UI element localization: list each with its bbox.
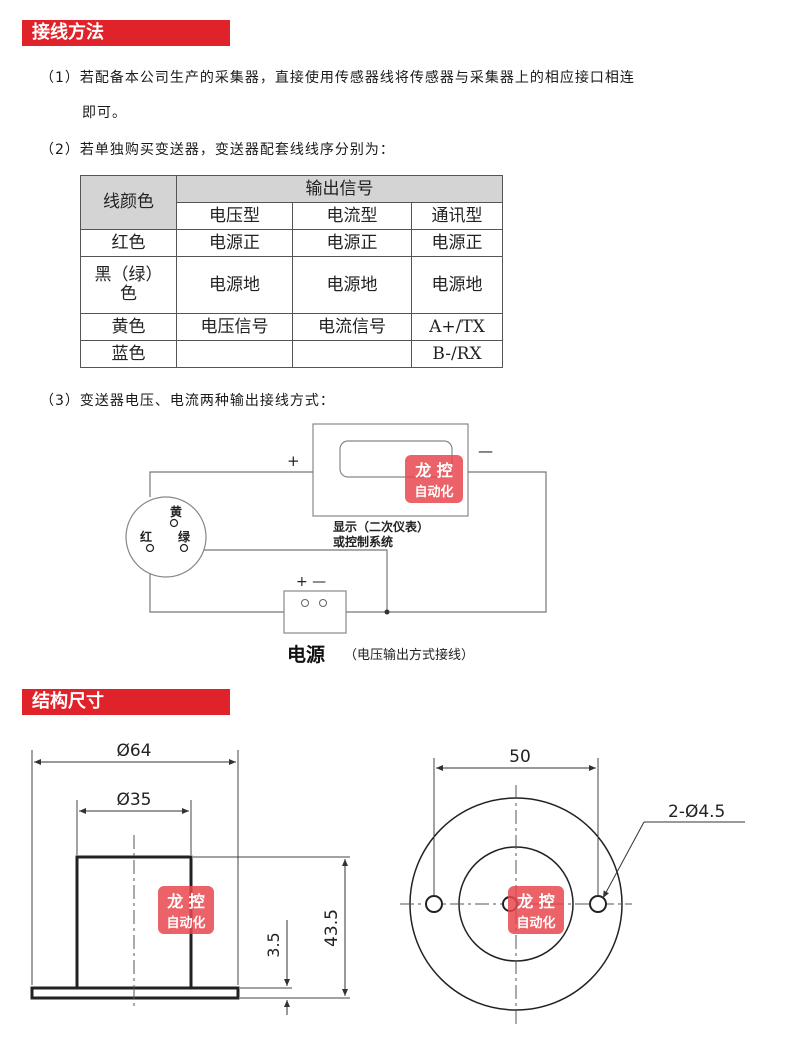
wire-return xyxy=(387,471,547,613)
psu-polarity-label: + — xyxy=(296,574,326,590)
mount-hole-right xyxy=(589,895,607,913)
side-view: Ø64 Ø35 43.5 3.5 xyxy=(30,741,350,1015)
pin-label-red: 红 xyxy=(140,529,152,544)
wire-green-ground xyxy=(196,549,388,613)
dimension-height: 43.5 xyxy=(322,909,342,947)
paragraph-2: （2）若单独购买变送器，变送器配套线线序分别为： xyxy=(40,142,395,158)
section-title-dimensions: 结构尺寸 xyxy=(22,689,230,715)
table-subheader: 电压型 xyxy=(176,202,293,230)
display-caption-line-2: 或控制系统 xyxy=(333,534,393,549)
table-header-output: 输出信号 xyxy=(176,175,503,203)
wire-yellow-signal xyxy=(149,471,313,497)
pin-label-green: 绿 xyxy=(178,529,191,544)
watermark-text-2: 自动化 xyxy=(414,484,453,500)
table-cell-line: 色 xyxy=(120,284,137,304)
pin-green xyxy=(179,543,189,553)
wire-red-power xyxy=(149,557,284,613)
table-cell: 电源地 xyxy=(411,256,503,314)
table-row: 黄色 电压信号 电流信号 A+/TX xyxy=(80,313,503,341)
table-cell xyxy=(176,340,293,368)
watermark-text-2: 自动化 xyxy=(166,915,205,931)
table-cell: B-/RX xyxy=(411,340,503,368)
display-caption-line-1: 显示（二次仪表） xyxy=(333,519,429,534)
watermark-text-1: 龙 控 xyxy=(414,461,453,480)
dimension-inner-diameter: Ø35 xyxy=(116,790,151,810)
paragraph-1-line-2: 即可。 xyxy=(82,105,127,121)
dimension-holes: 2-Ø4.5 xyxy=(668,802,725,822)
table-row: 蓝色 B-/RX xyxy=(80,340,503,368)
psu-note: （电压输出方式接线） xyxy=(344,647,474,663)
table-cell xyxy=(292,340,412,368)
wiring-diagram: 黄 红 绿 + — 显示（二次仪表） 或控制系统 + — 电源 （电压输出方式接… xyxy=(125,423,547,666)
table-cell-line: 黑（绿） xyxy=(94,265,163,285)
sensor-connector xyxy=(125,496,207,578)
dimension-base-thickness: 3.5 xyxy=(264,932,283,957)
table-row: 黑（绿） 色 电源地 电源地 电源地 xyxy=(80,256,503,314)
paragraph-1-line-1: （1）若配备本公司生产的采集器，直接使用传感器线将传感器与采集器上的相应接口相连 xyxy=(40,70,635,86)
table-subheader: 电流型 xyxy=(292,202,412,230)
pin-label-yellow: 黄 xyxy=(170,504,182,519)
watermark-background xyxy=(405,455,463,503)
watermark-logo: 龙 控 自动化 xyxy=(405,455,463,503)
psu-label: 电源 xyxy=(287,643,325,666)
mount-hole-left xyxy=(425,895,443,913)
table-cell: A+/TX xyxy=(411,313,503,341)
watermark-text-2: 自动化 xyxy=(516,915,555,931)
paragraph-3: （3）变送器电压、电流两种输出接线方式： xyxy=(40,393,335,409)
table-cell: 电源正 xyxy=(292,229,412,257)
table-cell: 蓝色 xyxy=(80,340,177,368)
table-subheader: 通讯型 xyxy=(411,202,503,230)
table-cell: 电压信号 xyxy=(176,313,293,341)
psu-terminal-minus xyxy=(319,599,327,607)
side-view-base xyxy=(30,986,240,1000)
section-title-wiring: 接线方法 xyxy=(22,20,230,46)
psu-terminal-plus xyxy=(301,599,309,607)
leader-line-diagonal xyxy=(602,821,645,899)
table-cell: 电源正 xyxy=(411,229,503,257)
pin-yellow xyxy=(169,518,179,528)
dimension-outer-diameter: Ø64 xyxy=(116,741,151,761)
power-supply-box xyxy=(283,590,347,634)
top-view: 50 2-Ø4.5 xyxy=(400,747,745,1025)
dimension-hole-spacing: 50 xyxy=(509,747,531,767)
table-row: 红色 电源正 电源正 电源正 xyxy=(80,229,503,257)
watermark-background xyxy=(508,886,564,934)
wire-color-table: 线颜色 输出信号 电压型 电流型 通讯型 红色 电源正 电源正 电源正 黑（绿）… xyxy=(80,175,503,368)
watermark-text-1: 龙 控 xyxy=(516,892,555,911)
watermark-background xyxy=(158,886,214,934)
display-plus-label: + xyxy=(287,452,300,470)
pin-red xyxy=(145,543,155,553)
table-cell: 红色 xyxy=(80,229,177,257)
table-cell: 电源地 xyxy=(176,256,293,314)
watermark-logo: 龙 控 自动化 xyxy=(508,886,564,934)
table-cell: 电源正 xyxy=(176,229,293,257)
watermark-text-1: 龙 控 xyxy=(166,892,205,911)
wire-junction xyxy=(384,609,390,615)
display-minus-label: — xyxy=(478,442,493,460)
watermark-logo: 龙 控 自动化 xyxy=(158,886,214,934)
